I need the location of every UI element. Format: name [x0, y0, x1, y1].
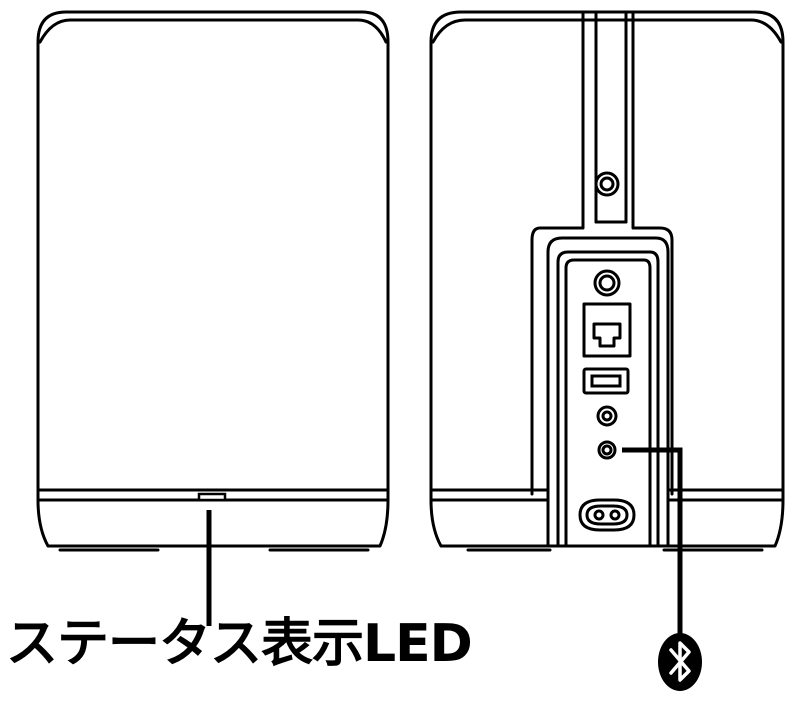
- bluetooth-button: [597, 440, 617, 460]
- mount-hole: [594, 171, 620, 197]
- power-inlet: [578, 498, 636, 532]
- connector-panel-outer: [546, 236, 670, 548]
- round-button: [596, 405, 618, 427]
- rear-speaker: [429, 10, 785, 552]
- rear-channel-outer-right: [631, 10, 674, 496]
- front-speaker: [36, 10, 390, 552]
- rear-channel-outer: [530, 10, 585, 496]
- ethernet-port: [582, 302, 632, 358]
- rear-speaker-top-edge: [431, 18, 783, 44]
- connector-panel-inner-line: [564, 258, 652, 548]
- rear-speaker-body: [429, 10, 785, 548]
- front-speaker-body: [36, 10, 390, 548]
- bluetooth-callout-line: [622, 447, 683, 636]
- usb-port: [582, 367, 630, 395]
- front-speaker-top-edge: [38, 18, 388, 44]
- status-led: [197, 492, 227, 502]
- panel-button: [593, 269, 621, 297]
- status-led-label: ステータス表示LED: [6, 614, 473, 674]
- bluetooth-icon: [658, 633, 702, 691]
- connector-panel-inner: [556, 250, 660, 548]
